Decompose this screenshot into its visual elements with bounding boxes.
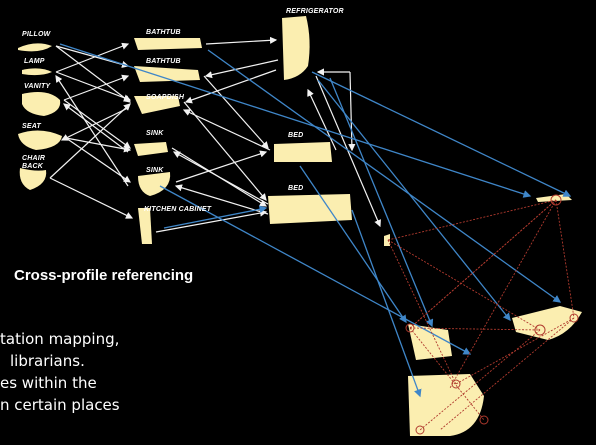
label-soapdish: SOAPDISH [146, 94, 185, 101]
white-arrow [204, 59, 279, 79]
label-chair-back-2: BACK [22, 163, 44, 170]
body-line-4: n certain places [0, 396, 120, 414]
red-node [569, 313, 579, 323]
left-shapes [18, 43, 62, 190]
white-arrow [184, 69, 277, 104]
white-arrow [155, 209, 268, 233]
soapdish-shape [134, 96, 180, 114]
body-line-3: es within the [0, 374, 97, 392]
white-arrow [60, 107, 129, 141]
blue-arrow [351, 209, 422, 398]
far-shape-5 [408, 374, 484, 436]
red-nodes [405, 194, 579, 435]
white-arrow [203, 75, 269, 149]
label-lamp: LAMP [24, 58, 45, 65]
sink-2-shape [138, 172, 171, 196]
label-pillow: PILLOW [22, 31, 51, 38]
blue-arrow [163, 205, 268, 229]
red-link [409, 327, 485, 421]
bed-1-shape [274, 142, 332, 162]
body-line-2: librarians. [10, 352, 85, 370]
blue-arrow [59, 43, 532, 198]
red-link [387, 199, 557, 241]
bathtub-2-shape [134, 66, 200, 82]
blue-arrow [329, 77, 434, 328]
label-seat: SEAT [22, 123, 41, 130]
lamp-shape [22, 68, 52, 76]
white-arrow [348, 71, 356, 152]
label-kitchen-cabinet: KITCHEN CABINET [144, 206, 212, 213]
label-refrigerator: REFRIGERATOR [286, 8, 344, 15]
blue-arrows [59, 43, 572, 398]
white-arrow [55, 71, 132, 102]
label-bathtub-1: BATHTUB [146, 29, 181, 36]
white-arrow [55, 42, 130, 73]
white-arrow [63, 99, 131, 149]
red-link [409, 199, 557, 329]
white-arrow [55, 45, 131, 103]
far-shape-4 [408, 324, 452, 360]
label-sink-2: SINK [146, 167, 164, 174]
sink-1-shape [134, 142, 168, 156]
label-bed-1: BED [288, 132, 304, 139]
red-node [534, 324, 546, 336]
far-shape-3 [512, 306, 582, 340]
white-arrow [174, 184, 269, 215]
red-node [550, 194, 562, 206]
red-link [387, 239, 541, 331]
label-bathtub-2: BATHTUB [146, 58, 181, 65]
white-arrow [183, 101, 267, 201]
kitchen-cabinet-shape [138, 208, 152, 244]
white-arrow [65, 137, 132, 153]
white-arrow [175, 150, 268, 183]
red-link [439, 317, 575, 431]
middle-shapes [134, 38, 202, 244]
label-vanity: VANITY [24, 83, 51, 90]
red-node [451, 379, 461, 389]
white-arrow [63, 103, 129, 153]
refrigerator-shape [282, 16, 310, 80]
label-chair-back-1: CHAIR [22, 155, 46, 162]
red-links [387, 199, 575, 431]
label-sink-1: SINK [146, 130, 164, 137]
far-right-shapes [384, 194, 582, 436]
chair-back-shape [19, 168, 47, 190]
red-link [419, 329, 541, 431]
red-link [449, 199, 557, 389]
white-arrow [182, 109, 271, 151]
white-arrow [307, 88, 337, 151]
white-arrow [63, 74, 130, 101]
body-line-1: tation mapping, [0, 330, 120, 348]
red-link [387, 239, 457, 385]
blue-arrow [299, 165, 407, 324]
white-arrow [205, 36, 278, 45]
red-link [555, 199, 575, 319]
bed-2-shape [268, 194, 352, 224]
blue-arrow [207, 49, 562, 303]
red-node [405, 323, 415, 333]
white-arrow [65, 137, 131, 183]
red-link [455, 317, 575, 385]
blue-arrow [311, 71, 572, 197]
red-link [409, 327, 541, 331]
white-arrows [49, 36, 381, 233]
seat-shape [18, 130, 62, 150]
vanity-shape [22, 92, 61, 116]
right-shapes [268, 16, 352, 224]
red-node [415, 425, 425, 435]
blue-arrow [159, 185, 472, 355]
white-arrow [49, 103, 131, 179]
pillow-shape [18, 43, 52, 52]
white-arrow [55, 74, 129, 187]
bathtub-1-shape [134, 38, 202, 50]
figure-caption: Cross-profile referencing [14, 267, 194, 284]
white-arrow [49, 177, 134, 219]
far-shape-2 [384, 234, 390, 246]
white-arrow [172, 151, 269, 205]
red-node [479, 415, 489, 425]
label-bed-2: BED [288, 185, 304, 192]
blue-arrow [317, 79, 511, 322]
